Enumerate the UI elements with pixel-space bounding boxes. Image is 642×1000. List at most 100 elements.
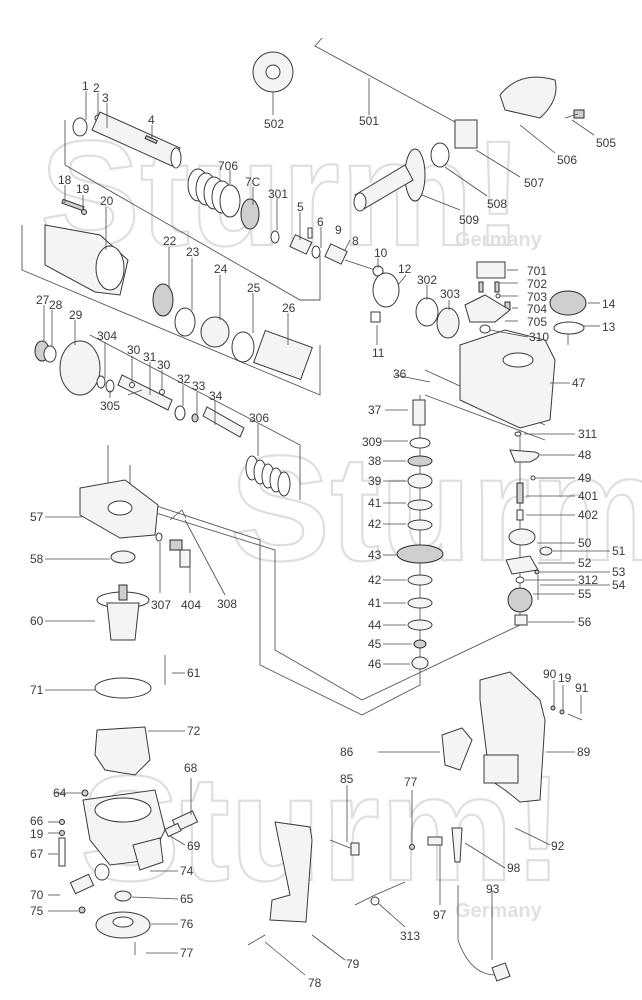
part-label-53: 53: [612, 565, 626, 579]
part-32-ring: [174, 405, 186, 421]
part-label-25: 25: [247, 281, 261, 295]
part-55-gear: [507, 587, 533, 613]
part-30-ball-b: [159, 389, 165, 395]
part-404-brush: [179, 549, 191, 568]
part-28-ring: [43, 345, 57, 363]
part-304-oring: [96, 375, 106, 389]
part-label-47: 47: [572, 376, 586, 390]
part-5-sleeve: [289, 234, 313, 255]
part-308-spring: [169, 509, 187, 521]
part-label-39: 39: [368, 474, 382, 488]
part-310-oring: [479, 324, 491, 334]
part-label-508: 508: [487, 197, 507, 211]
part-97-clamp: [427, 836, 443, 846]
spindle-assembly: [72, 111, 460, 339]
part-26-sleeve: [253, 329, 313, 381]
part-label-43: 43: [368, 548, 382, 562]
part-701-lever: [476, 261, 506, 279]
part-label-9: 9: [335, 223, 342, 237]
part-66-washer: [59, 819, 65, 825]
part-label-46: 46: [368, 657, 382, 671]
part-501-depth-rod: [314, 37, 456, 123]
part-86-switch: [441, 727, 473, 771]
side-handle-assembly: [252, 37, 585, 212]
part-label-78: 78: [308, 976, 322, 990]
part-label-13: 13: [602, 320, 616, 334]
part-77-screw-b: [409, 844, 415, 850]
part-508-sleeve: [430, 142, 450, 168]
part-label-89: 89: [577, 745, 591, 759]
part-58-bearing: [110, 550, 136, 564]
part-13-oring: [553, 321, 585, 335]
part-313-ring: [370, 896, 380, 906]
part-91-screw: [567, 713, 583, 721]
part-label-57: 57: [30, 510, 44, 524]
part-505-bolt-head: [573, 109, 585, 119]
part-label-91: 91: [575, 681, 589, 695]
part-401-spring: [516, 482, 524, 504]
part-label-4: 4: [148, 113, 155, 127]
part-7c-clutch: [240, 198, 260, 230]
part-label-79: 79: [346, 957, 360, 971]
part-label-507: 507: [524, 176, 544, 190]
part-302-ring: [415, 297, 439, 327]
part-90-washer: [550, 705, 556, 711]
intermediate-shaft-assembly: [396, 395, 444, 670]
frame-spindle: [64, 120, 321, 301]
part-72-stator: [94, 726, 151, 776]
leader-lines: [43, 78, 610, 976]
part-label-90: 90: [543, 667, 557, 681]
part-label-67: 67: [30, 847, 44, 861]
part-label-506: 506: [557, 153, 577, 167]
part-19-washer: [81, 209, 87, 215]
part-56-bearing: [514, 614, 528, 626]
part-label-24: 24: [214, 262, 228, 276]
part-507-clamp: [454, 119, 478, 149]
frame-barrel: [21, 225, 321, 396]
part-404-brush-cap: [169, 539, 183, 551]
part-label-77-cord: 77: [404, 775, 418, 789]
watermark-country-top: Germany: [455, 229, 543, 251]
part-label-8: 8: [352, 234, 359, 248]
part-1-oring: [72, 117, 88, 137]
part-label-97: 97: [433, 908, 447, 922]
part-44-washer: [407, 619, 433, 631]
part-label-23: 23: [186, 245, 200, 259]
part-label-509: 509: [459, 213, 479, 227]
part-label-305: 305: [100, 399, 120, 413]
part-label-74: 74: [180, 864, 194, 878]
part-label-11: 11: [372, 346, 385, 360]
part-label-501: 501: [359, 114, 379, 128]
part-19-washer-b: [59, 830, 65, 836]
part-label-502: 502: [264, 117, 284, 131]
part-label-70: 70: [30, 888, 44, 902]
part-label-6: 6: [317, 215, 324, 229]
part-65-bearing: [114, 890, 132, 902]
part-75-screw: [78, 906, 86, 914]
part-30-ball-a: [129, 382, 135, 388]
part-label-310: 310: [529, 330, 549, 344]
part-label-44: 44: [368, 618, 382, 632]
part-49-ball: [530, 475, 536, 481]
part-50-bearing: [508, 528, 536, 546]
part-502-hole: [265, 64, 281, 80]
part-label-309: 309: [362, 435, 382, 449]
part-label-28: 28: [49, 298, 63, 312]
part-506-band: [499, 76, 557, 119]
part-label-49: 49: [578, 471, 592, 485]
part-brush-hole: [94, 863, 110, 881]
part-39-bushing: [407, 473, 433, 489]
part-309-ring: [409, 437, 431, 449]
part-label-56: 56: [578, 615, 592, 629]
part-64-grommet: [81, 789, 89, 797]
part-60-shaft: [118, 584, 128, 601]
part-labels: 1 2 3 4 706 7C 301 5 6 9 8 10 11 12 302 …: [30, 79, 626, 990]
part-3-spindle-end: [170, 147, 182, 169]
part-label-19-top: 19: [76, 182, 90, 196]
part-label-42-lower: 42: [368, 573, 382, 587]
part-51-rubber: [539, 546, 553, 556]
part-label-69: 69: [187, 839, 201, 853]
part-label-64: 64: [53, 786, 67, 800]
part-label-29: 29: [69, 308, 83, 322]
part-label-302: 302: [417, 273, 437, 287]
